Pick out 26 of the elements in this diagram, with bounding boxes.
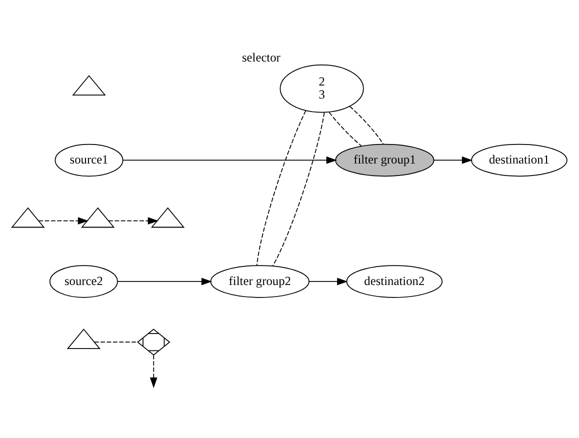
connector	[272, 112, 325, 266]
arrow	[117, 277, 212, 285]
arrow	[108, 216, 158, 224]
node-picture	[11, 206, 45, 228]
node-ellipse: destination1	[471, 143, 568, 176]
node-picture	[80, 206, 115, 228]
node-ellipse: source2	[49, 264, 118, 298]
node-picture	[66, 328, 101, 348]
node-picture	[150, 206, 185, 228]
connector	[256, 110, 306, 266]
node-ellipse: 2 3	[280, 64, 364, 112]
connector	[328, 111, 362, 146]
node-cross	[137, 328, 170, 356]
node-ellipse: filter group1	[335, 143, 434, 176]
node-ellipse: destination2	[346, 264, 443, 298]
arrow	[38, 216, 89, 224]
node-label: selector	[242, 50, 280, 64]
arrow	[122, 156, 337, 164]
node-ellipse: source1	[54, 143, 124, 176]
arrow	[308, 277, 348, 285]
connector	[349, 105, 384, 144]
connector	[94, 341, 138, 342]
node-picture	[72, 74, 106, 95]
arrow	[433, 156, 473, 164]
arrow	[150, 354, 158, 388]
node-ellipse: filter group2	[210, 264, 310, 298]
